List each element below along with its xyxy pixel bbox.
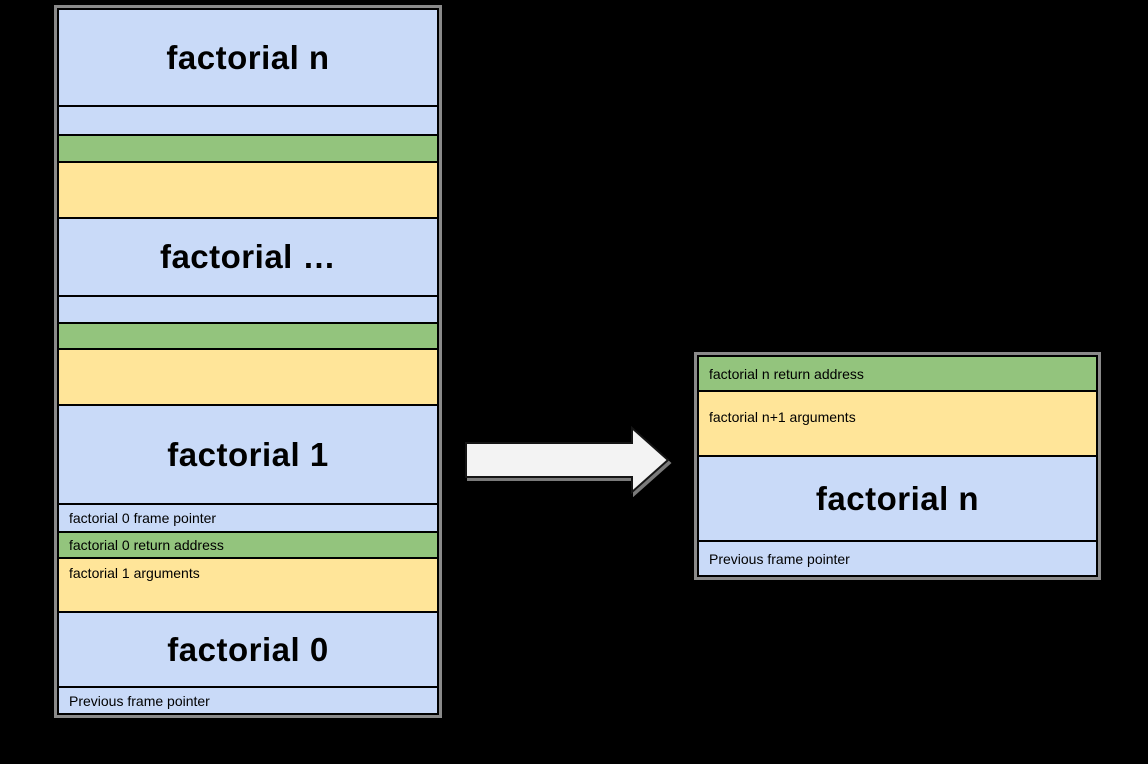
stack-row-arguments-band bbox=[59, 161, 437, 217]
stack-row-label: Previous frame pointer bbox=[69, 692, 210, 709]
stack-row-return-addr-band bbox=[59, 134, 437, 161]
frame-row-return-address: factorial n return address bbox=[699, 357, 1096, 390]
stack-row-return-addr-band bbox=[59, 322, 437, 348]
frame-row-label: factorial n+1 arguments bbox=[709, 409, 856, 425]
stack-row-label: factorial 0 bbox=[167, 630, 329, 668]
frame-row-factorial-n: factorial n bbox=[699, 455, 1096, 540]
stack-row-label: factorial 1 arguments bbox=[69, 565, 200, 581]
stack-row-frame-pointer-band bbox=[59, 105, 437, 134]
frame-row-label: factorial n return address bbox=[709, 365, 864, 382]
zoomed-stack-frame: factorial n return address factorial n+1… bbox=[694, 352, 1101, 580]
right-block-arrow-icon bbox=[465, 425, 670, 495]
stack-row-factorial-ellipsis: factorial … bbox=[59, 217, 437, 295]
stack-row-label: factorial 0 frame pointer bbox=[69, 510, 217, 526]
stack-row-label: factorial n bbox=[166, 38, 330, 76]
stack-row-frame-pointer-band bbox=[59, 295, 437, 322]
stack-row-factorial-n: factorial n bbox=[59, 10, 437, 105]
stack-row-factorial-1: factorial 1 bbox=[59, 404, 437, 503]
frame-row-label: factorial n bbox=[815, 479, 980, 517]
stack-row-label: factorial 1 bbox=[167, 435, 329, 473]
stack-row-factorial-1-arguments: factorial 1 arguments bbox=[59, 557, 437, 611]
frame-row-arguments: factorial n+1 arguments bbox=[699, 390, 1096, 455]
left-call-stack: factorial n factorial … factorial 1 fact… bbox=[54, 5, 442, 718]
stack-row-label: factorial 0 return address bbox=[69, 537, 224, 553]
frame-row-label: Previous frame pointer bbox=[709, 550, 850, 567]
stack-row-arguments-band bbox=[59, 348, 437, 404]
stack-row-factorial-0-return-address: factorial 0 return address bbox=[59, 531, 437, 557]
stack-row-label: factorial … bbox=[159, 238, 337, 275]
frame-row-previous-frame-pointer: Previous frame pointer bbox=[699, 540, 1096, 575]
stack-row-factorial-0: factorial 0 bbox=[59, 611, 437, 686]
stack-row-previous-frame-pointer: Previous frame pointer bbox=[59, 686, 437, 713]
stack-row-factorial-0-frame-pointer: factorial 0 frame pointer bbox=[59, 503, 437, 531]
